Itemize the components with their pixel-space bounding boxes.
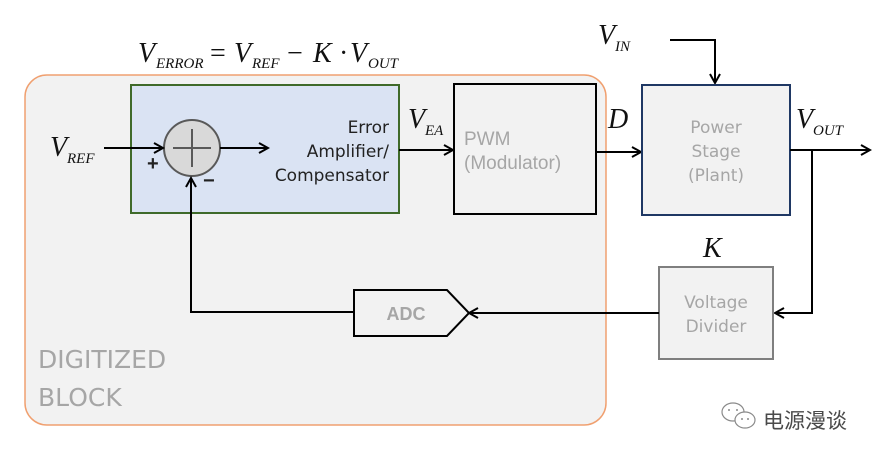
error-amp-label-line1: Error — [348, 118, 389, 138]
eq-term2-sub: OUT — [368, 56, 400, 72]
voltage-divider-block — [658, 266, 774, 360]
eq-minus: − — [287, 38, 303, 69]
eq-term1-v: V — [234, 38, 254, 69]
vout-label-main: V — [796, 104, 816, 135]
vea-label-sub: EA — [424, 123, 444, 139]
vref-label-main: V — [50, 132, 70, 163]
vin-label-sub: IN — [614, 39, 631, 55]
vin-label-main: V — [598, 20, 618, 51]
pwm-label-line2: (Modulator) — [464, 153, 561, 174]
power-stage-label-line2: Stage — [691, 142, 740, 162]
summing-junction — [163, 119, 221, 177]
vout-feedback-arrow — [775, 150, 813, 313]
eq-lhs-sub: ERROR — [155, 56, 203, 72]
pwm-label-line1: PWM — [464, 129, 510, 150]
digitized-label-line1: DIGITIZED — [38, 345, 166, 374]
eq-term1-sub: REF — [251, 56, 280, 72]
vin-arrow — [670, 39, 715, 83]
eq-term2-v: V — [350, 38, 370, 69]
error-equation: V ERROR = V REF − K · V OUT — [138, 38, 400, 72]
vea-label-main: V — [408, 104, 428, 135]
voltage-divider-label-line1: Voltage — [684, 293, 748, 313]
watermark-text: 电源漫谈 — [763, 409, 847, 433]
eq-equals: = — [210, 38, 226, 69]
error-amp-label-line2: Amplifier/ — [307, 142, 390, 162]
voltage-divider-label-line2: Divider — [686, 317, 747, 337]
eq-lhs-v: V — [138, 38, 158, 69]
watermark: 电源漫谈 — [721, 402, 847, 433]
power-stage-label-line3: (Plant) — [688, 166, 744, 186]
power-stage-block — [641, 84, 791, 216]
power-stage-label-line1: Power — [690, 118, 741, 138]
wechat-icon — [721, 402, 756, 429]
error-amp-label-line3: Compensator — [275, 166, 389, 186]
eq-gain-k: K — [312, 38, 333, 69]
plus-sign: + — [147, 153, 159, 175]
adc-block — [353, 289, 471, 337]
vref-label-sub: REF — [66, 151, 95, 167]
vout-label-sub: OUT — [813, 123, 845, 139]
digitized-label-line2: BLOCK — [38, 383, 122, 412]
adc-feedback-arrow — [191, 178, 354, 313]
minus-sign: − — [203, 170, 215, 192]
divider-gain-label: K — [702, 233, 723, 264]
adc-label: ADC — [387, 304, 426, 324]
eq-dot: · — [339, 38, 348, 69]
pwm-block — [453, 83, 597, 215]
duty-label: D — [607, 104, 628, 135]
